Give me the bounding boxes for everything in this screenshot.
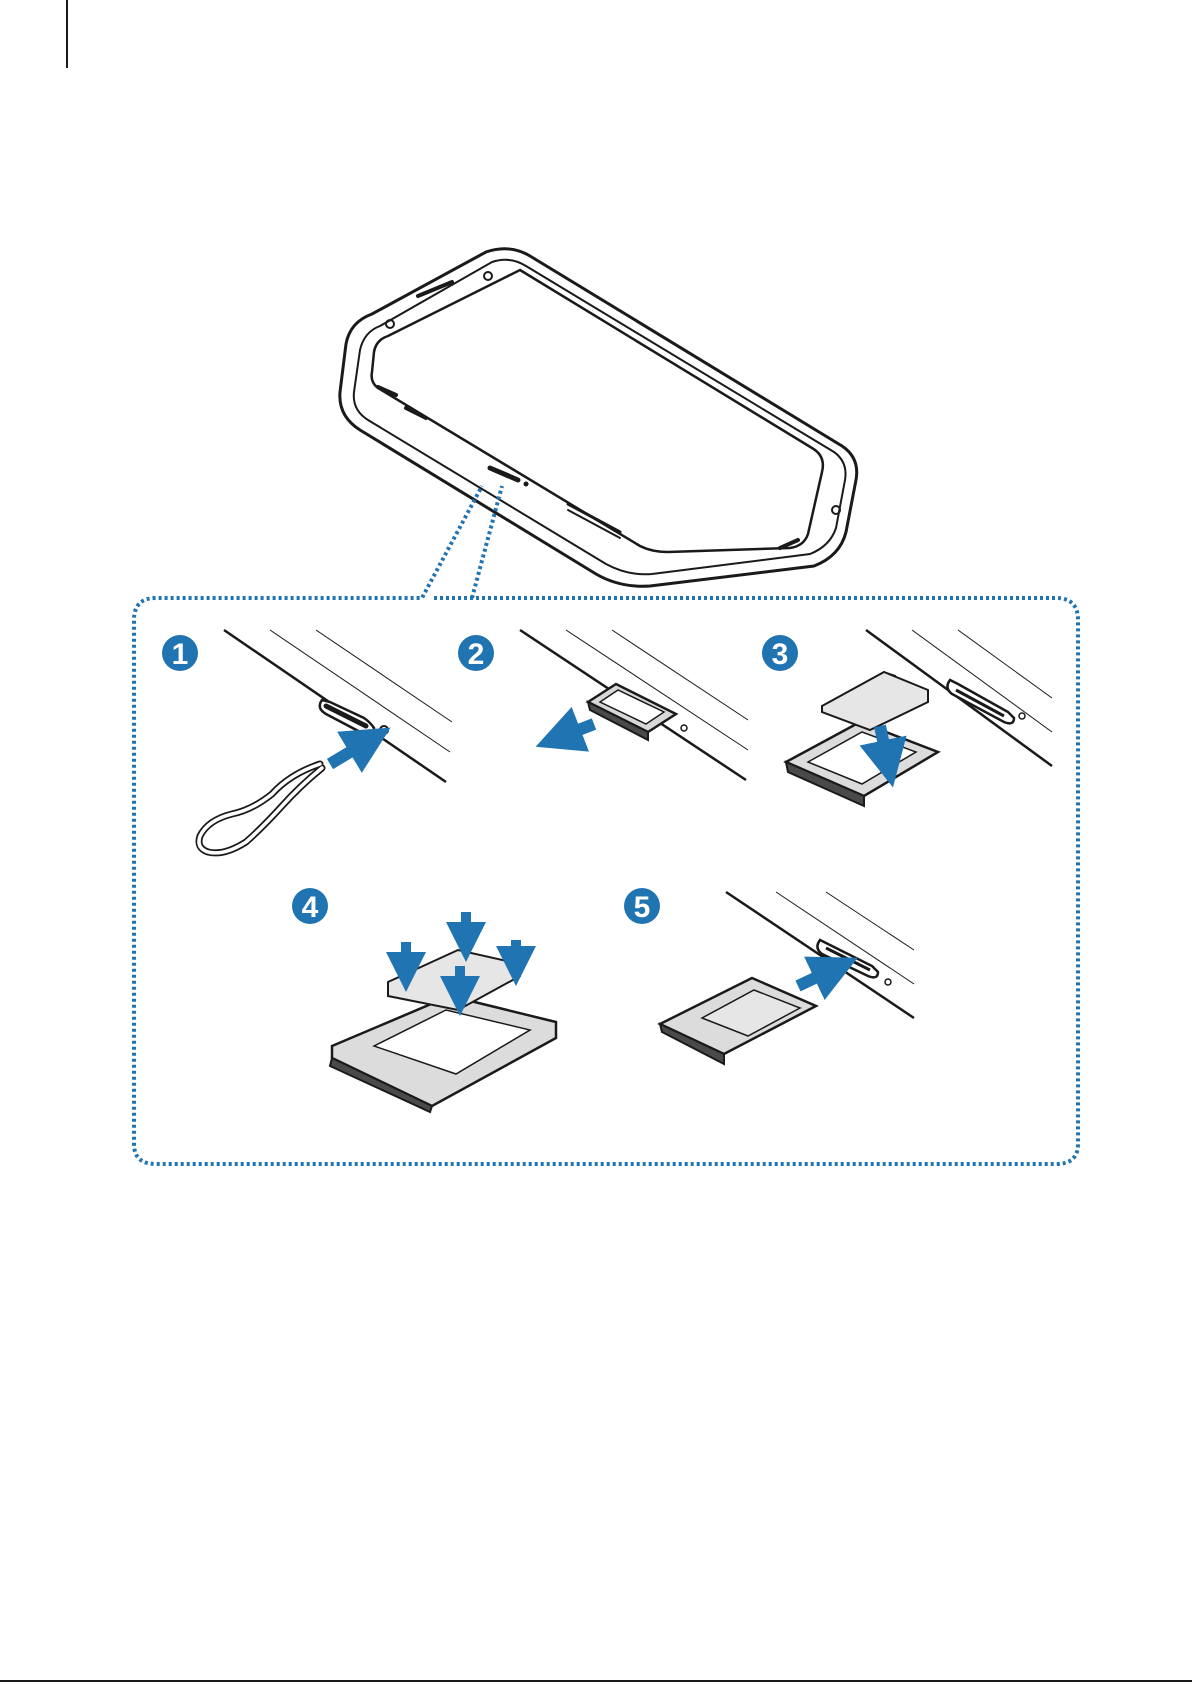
svg-text:5: 5 [634, 891, 651, 924]
callout-frame [134, 486, 1078, 1164]
insert-arrow-icon [880, 726, 888, 764]
step-1-panel: 1 [162, 630, 452, 853]
push-arrow-icon [330, 740, 370, 764]
step-5-panel: 5 [624, 888, 914, 1064]
step-5-badge: 5 [624, 888, 660, 924]
step-3-badge: 3 [762, 635, 798, 671]
svg-text:1: 1 [172, 638, 189, 671]
step-2-panel: 2 [458, 630, 748, 780]
phone-illustration [340, 249, 857, 586]
step-2-badge: 2 [458, 635, 494, 671]
step-1-badge: 1 [162, 635, 198, 671]
ejection-pin-icon [199, 764, 322, 853]
step-3-panel: 3 [762, 630, 1052, 806]
svg-text:4: 4 [302, 891, 319, 924]
svg-text:2: 2 [468, 638, 485, 671]
step-4-panel: 4 [292, 888, 556, 1112]
step-4-badge: 4 [292, 888, 328, 924]
svg-text:3: 3 [772, 638, 789, 671]
insert-tray-arrow-icon [798, 968, 836, 986]
sim-card-icon [822, 672, 928, 730]
pull-arrow-icon [558, 724, 594, 738]
